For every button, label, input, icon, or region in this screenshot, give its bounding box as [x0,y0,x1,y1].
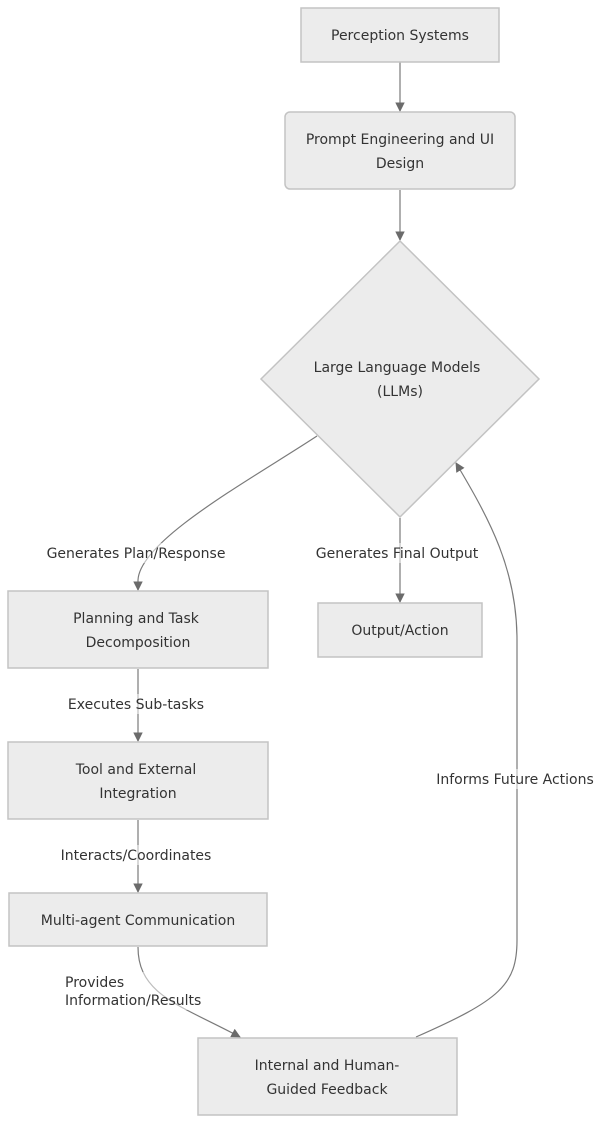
node-label: (LLMs) [377,384,423,400]
edge-label-text: Informs Future Actions [436,772,594,788]
label-executes-subtasks: Executes Sub-tasks [68,694,204,714]
node-output-action[interactable]: Output/Action [317,602,483,658]
node-planning[interactable]: Planning and Task Decomposition [7,590,269,669]
edge-label-text: Generates Plan/Response [47,546,226,562]
node-llm-decision[interactable]: Large Language Models (LLMs) [259,239,541,519]
node-label: Perception Systems [331,28,469,44]
node-label: Large Language Models [314,360,481,376]
node-label: Guided Feedback [266,1082,388,1098]
edge-llm-to-planning [133,435,318,591]
edge-labels: Generates Plan/Response Generates Final … [44,543,596,1010]
node-label: Internal and Human- [255,1058,400,1074]
label-interacts-coordinates: Interacts/Coordinates [57,845,215,865]
edge-label-text: Information/Results [65,993,201,1009]
node-feedback[interactable]: Internal and Human- Guided Feedback [197,1037,458,1116]
node-label: Planning and Task [73,611,200,627]
node-label: Multi-agent Communication [41,913,236,929]
label-provides-information: Provides Information/Results [64,972,208,1010]
node-label: Output/Action [351,623,448,639]
node-label: Decomposition [86,635,191,651]
label-generates-final-output: Generates Final Output [313,543,481,563]
label-generates-plan: Generates Plan/Response [44,543,228,563]
edge-label-text: Executes Sub-tasks [68,697,204,713]
edge-label-text: Generates Final Output [316,546,479,562]
node-prompt-engineering[interactable]: Prompt Engineering and UI Design [284,111,516,190]
edge-feedback-to-llm [415,462,518,1038]
edge-label-text: Provides [65,975,124,991]
label-informs-future-actions: Informs Future Actions [434,769,596,789]
node-label: Prompt Engineering and UI [306,132,494,148]
edge-label-text: Interacts/Coordinates [61,848,212,864]
node-label: Tool and External [75,762,197,778]
node-label: Integration [99,786,176,802]
node-label: Design [376,156,424,172]
node-tool-integration[interactable]: Tool and External Integration [7,741,269,820]
node-multiagent[interactable]: Multi-agent Communication [8,892,268,947]
node-perception-systems[interactable]: Perception Systems [300,7,500,63]
